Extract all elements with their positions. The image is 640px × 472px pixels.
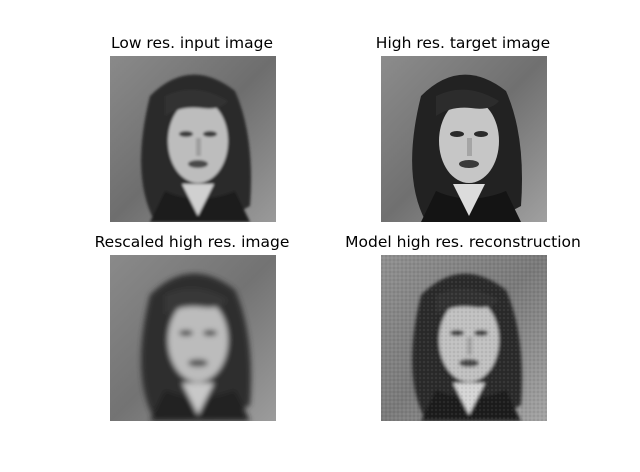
face-portrait-image [381,255,547,421]
panel-title-rescaled-high-res: Rescaled high res. image [94,233,290,251]
face-portrait-image [381,56,547,222]
face-portrait-image [110,255,276,421]
panel-title-low-res-input: Low res. input image [110,34,274,52]
image-high-res-target [381,56,547,222]
panel-title-high-res-target: High res. target image [375,34,551,52]
image-model-reconstruction [381,255,547,421]
image-rescaled-high-res [110,255,276,421]
panel-title-model-reconstruction: Model high res. reconstruction [345,233,581,251]
image-low-res-input [110,56,276,222]
face-portrait-image [110,56,276,222]
